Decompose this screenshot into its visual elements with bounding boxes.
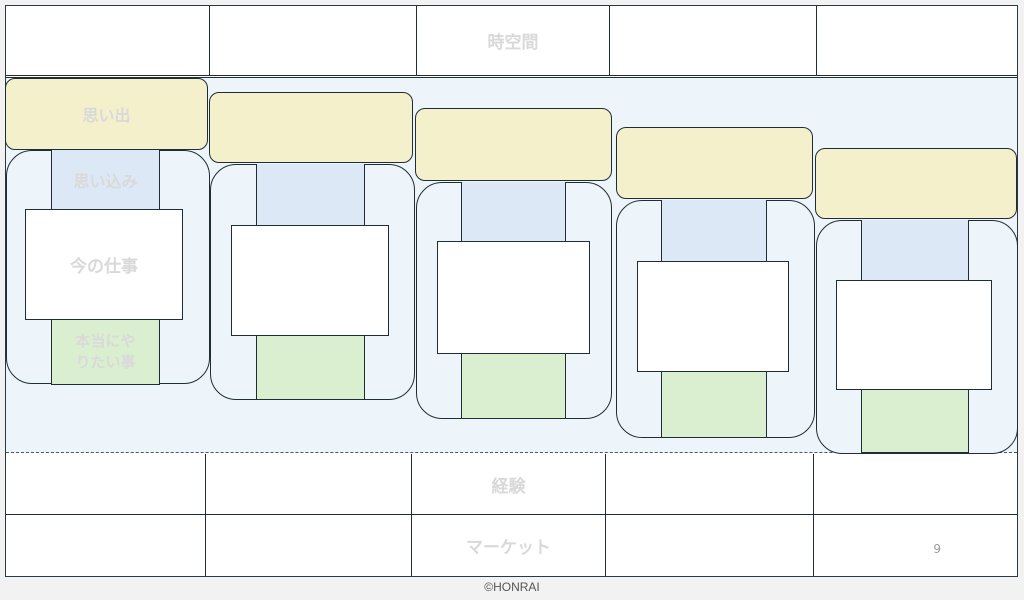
experience-row: 経験 [6, 454, 1017, 515]
market-cell-1 [6, 515, 206, 576]
stage-1-memory: 思い出 [5, 78, 208, 150]
stage-1-want: 本当にやりたい事 [51, 319, 160, 385]
stage-5-want [861, 389, 969, 453]
experience-cell-4 [606, 454, 814, 514]
experience-cell-2 [206, 454, 412, 514]
experience-cell-1 [6, 454, 206, 514]
stage-3-memory [415, 108, 612, 181]
stage-4-want [661, 371, 767, 438]
stage-2-belief [256, 164, 365, 225]
copyright-footer: ©HONRAI [484, 580, 540, 594]
stage-3-want [461, 353, 566, 419]
experience-cell-5 [814, 454, 1017, 514]
header-cell-5 [817, 6, 1017, 75]
stage-3-job [437, 241, 590, 354]
stage-5-job [836, 280, 992, 390]
stage-2-job [231, 225, 389, 336]
stage-1-want-line-2: りたい事 [75, 353, 136, 371]
stage-1-want-line-1: 本当にや [75, 332, 136, 350]
market-cell-4 [606, 515, 814, 576]
page-number: 9 [933, 541, 941, 556]
header-cell-4 [610, 6, 817, 75]
header-row: 時空間 [6, 6, 1017, 76]
header-cell-2 [210, 6, 417, 75]
header-cell-time-space: 時空間 [417, 6, 610, 75]
stage-2-want [256, 335, 365, 400]
market-row: マーケット 9 [6, 515, 1017, 576]
market-cell-2 [206, 515, 412, 576]
stage-4-memory [616, 127, 813, 199]
stage-5-memory [815, 148, 1017, 219]
stage-5-belief [861, 220, 969, 281]
market-cell-label: マーケット [412, 515, 606, 576]
stage-4-job [637, 261, 789, 372]
stage-1-belief: 思い込み [51, 150, 160, 210]
stage-2-memory [209, 92, 413, 163]
stage-3-belief [461, 182, 566, 242]
header-cell-1 [6, 6, 210, 75]
stage-4-belief [661, 200, 767, 262]
stage-1-job: 今の仕事 [25, 209, 183, 320]
experience-cell-label: 経験 [412, 454, 606, 514]
